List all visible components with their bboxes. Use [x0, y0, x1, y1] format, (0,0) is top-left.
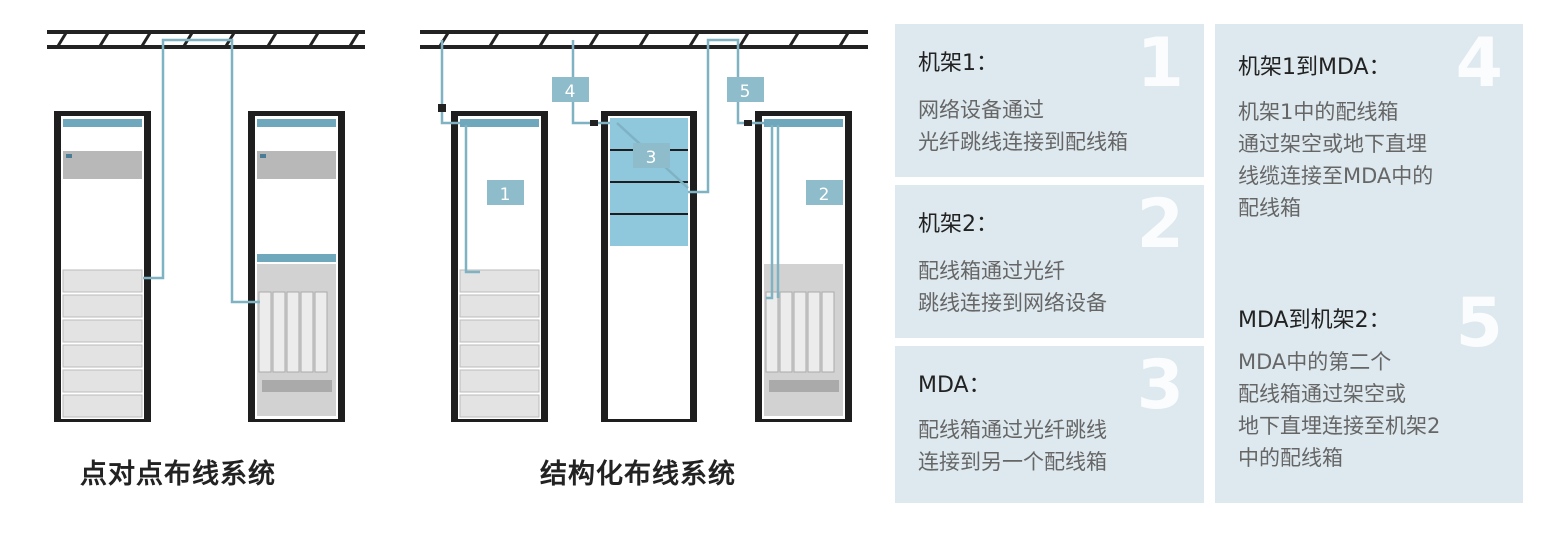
caption-structured: 结构化布线系统: [540, 459, 736, 490]
panel-number: 3: [1136, 346, 1184, 425]
panel-title-5: MDA到机架2：: [1238, 308, 1391, 333]
marker-1: 1: [487, 180, 524, 205]
panel-number-4: 4: [1455, 24, 1503, 103]
svg-text:3: 3: [646, 148, 657, 168]
panel-body-4: 机架1中的配线箱 通过架空或地下直埋 线缆连接至MDA中的 配线箱: [1238, 100, 1434, 220]
panel-mda: 3 MDA： 配线箱通过光纤跳线 连接到另一个配线箱: [895, 346, 1204, 503]
cabling-diagram: 1 2 3 4 5: [47, 30, 868, 422]
panel-body: 配线箱通过光纤 跳线连接到网络设备: [918, 259, 1107, 315]
rack-p2p-2: [248, 111, 345, 422]
marker-4: 4: [552, 77, 589, 102]
panel-body: 网络设备通过 光纤跳线连接到配线箱: [918, 98, 1128, 154]
cable-tray-right: [420, 30, 868, 49]
cable-connectors: [438, 104, 752, 126]
caption-point-to-point: 点对点布线系统: [80, 459, 276, 490]
panel-title: 机架2：: [918, 212, 998, 237]
svg-text:4: 4: [565, 82, 576, 102]
panel-body-5: MDA中的第二个 配线箱通过架空或 地下直埋连接至机架2 中的配线箱: [1238, 350, 1441, 470]
p2p-cables: [143, 38, 260, 304]
marker-3: 3: [633, 143, 670, 168]
panel-title-4: 机架1到MDA：: [1238, 55, 1391, 80]
panel-title: MDA：: [918, 373, 991, 398]
svg-text:2: 2: [819, 185, 830, 205]
rack-structured-2: [755, 111, 852, 422]
panel-number-5: 5: [1455, 284, 1503, 363]
svg-text:5: 5: [740, 82, 751, 102]
panel-number: 2: [1136, 185, 1184, 264]
panel-number: 1: [1136, 24, 1184, 103]
panel-rack1: 1 机架1： 网络设备通过 光纤跳线连接到配线箱: [895, 24, 1204, 177]
panel-rack2: 2 机架2： 配线箱通过光纤 跳线连接到网络设备: [895, 185, 1204, 338]
svg-text:1: 1: [500, 185, 511, 205]
panel-body: 配线箱通过光纤跳线 连接到另一个配线箱: [918, 418, 1107, 474]
panel-rack1-mda-mda-rack2: 4 机架1到MDA： 机架1中的配线箱 通过架空或地下直埋 线缆连接至MDA中的…: [1215, 24, 1523, 503]
rack-p2p-1: [54, 111, 151, 422]
marker-5: 5: [727, 77, 764, 102]
marker-2: 2: [806, 180, 843, 205]
panel-title: 机架1：: [918, 51, 998, 76]
